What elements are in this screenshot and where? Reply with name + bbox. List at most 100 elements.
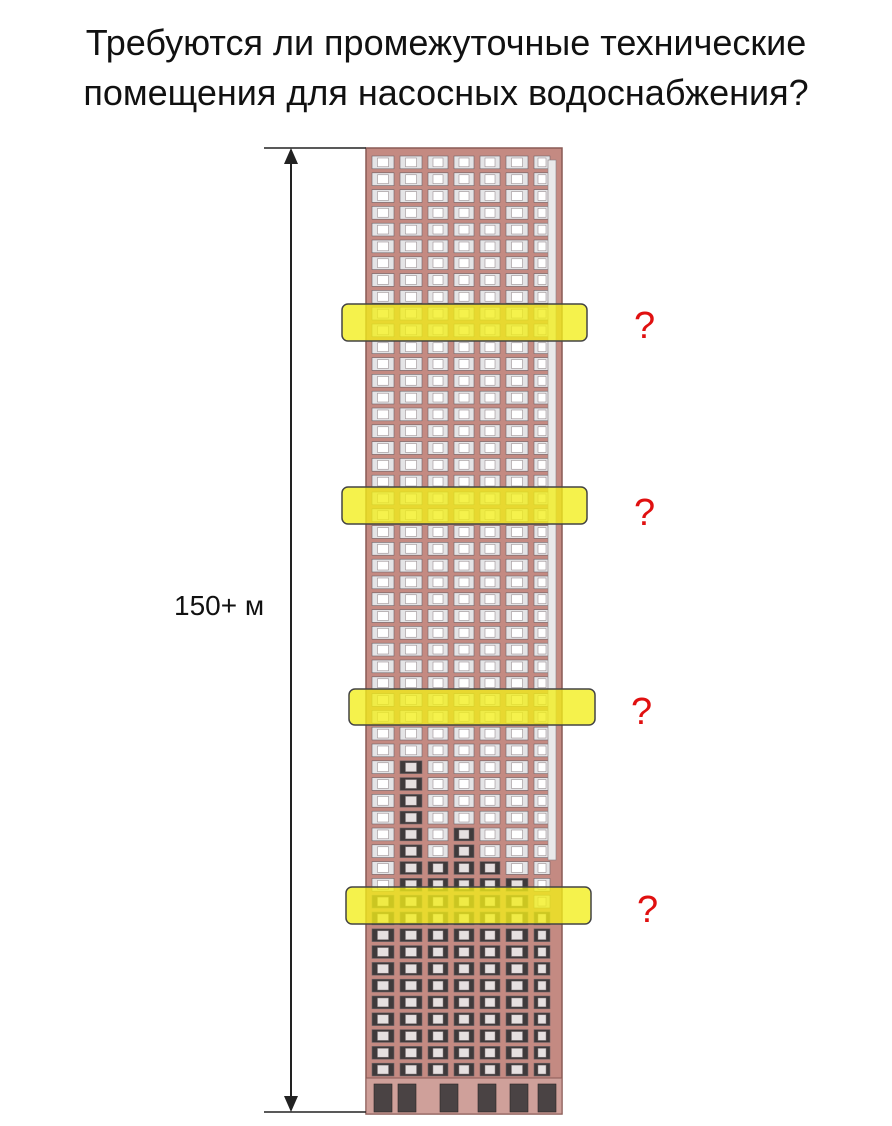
window-pane <box>377 577 389 588</box>
window-pane <box>537 241 547 252</box>
window-pane <box>405 728 417 739</box>
window-pane <box>377 258 389 268</box>
window-pane <box>458 342 470 352</box>
window-pane <box>511 1048 523 1058</box>
height-label: 150+ м <box>174 590 264 621</box>
window-pane <box>405 342 417 352</box>
window-pane <box>537 191 547 201</box>
ground-floor-door <box>537 1083 557 1113</box>
window-pane <box>458 560 470 571</box>
question-mark-3: ? <box>631 691 652 733</box>
window-pane <box>458 628 470 638</box>
window-pane <box>405 409 417 420</box>
window-pane <box>484 779 496 789</box>
window-pane <box>405 1031 417 1041</box>
window-pane <box>511 460 523 470</box>
window-pane <box>484 224 496 235</box>
window-pane <box>432 392 444 403</box>
window-pane <box>484 208 496 218</box>
window-pane <box>432 779 444 789</box>
window-pane <box>377 1064 389 1075</box>
window-pane <box>377 745 389 756</box>
window-pane <box>377 476 389 487</box>
dimension-arrow-bottom <box>284 1096 298 1112</box>
window-pane <box>511 796 523 806</box>
window-pane <box>377 661 389 672</box>
window-pane <box>484 157 496 168</box>
window-pane <box>405 157 417 168</box>
window-pane <box>537 997 547 1008</box>
window-pane <box>405 964 417 974</box>
window-pane <box>432 1031 444 1041</box>
window-pane <box>377 208 389 218</box>
window-pane <box>405 745 417 756</box>
window-pane <box>377 594 389 604</box>
window-pane <box>484 980 496 991</box>
window-pane <box>511 728 523 739</box>
window-pane <box>484 1031 496 1041</box>
window-pane <box>377 392 389 403</box>
window-pane <box>377 560 389 571</box>
window-pane <box>484 997 496 1008</box>
window-pane <box>432 191 444 201</box>
window-pane <box>537 359 547 369</box>
window-pane <box>432 544 444 554</box>
window-pane <box>377 292 389 302</box>
window-pane <box>511 392 523 403</box>
window-pane <box>484 812 496 823</box>
window-pane <box>405 594 417 604</box>
window-pane <box>377 191 389 201</box>
window-pane <box>458 728 470 739</box>
window-pane <box>511 376 523 386</box>
window-pane <box>405 678 417 688</box>
ground-floor-door <box>373 1083 393 1113</box>
window-pane <box>484 947 496 957</box>
window-pane <box>432 678 444 688</box>
window-pane <box>405 1048 417 1058</box>
window-pane <box>537 779 547 789</box>
window-pane <box>377 275 389 285</box>
window-pane <box>458 1048 470 1058</box>
window-pane <box>458 762 470 772</box>
window-pane <box>377 796 389 806</box>
window-pane <box>377 241 389 252</box>
window-pane <box>537 745 547 756</box>
highlight-band-1 <box>341 303 588 342</box>
window-pane <box>458 980 470 991</box>
window-pane <box>537 644 547 655</box>
window-pane <box>377 460 389 470</box>
window-pane <box>405 376 417 386</box>
window-pane <box>537 1064 547 1075</box>
window-pane <box>432 527 444 537</box>
window-pane <box>458 392 470 403</box>
window-pane <box>484 191 496 201</box>
window-pane <box>377 174 389 184</box>
window-pane <box>537 812 547 823</box>
window-pane <box>432 342 444 352</box>
question-mark-4: ? <box>637 889 658 931</box>
window-pane <box>377 762 389 772</box>
window-pane <box>484 863 496 873</box>
window-pane <box>511 745 523 756</box>
question-markers: ? ? ? ? <box>631 305 658 931</box>
window-pane <box>432 476 444 487</box>
window-pane <box>458 544 470 554</box>
window-pane <box>458 577 470 588</box>
window-pane <box>432 628 444 638</box>
window-pane <box>405 947 417 957</box>
window-pane <box>458 460 470 470</box>
window-pane <box>511 426 523 436</box>
highlight-band-3 <box>348 688 596 726</box>
window-pane <box>432 728 444 739</box>
window-pane <box>405 544 417 554</box>
window-pane <box>458 829 470 840</box>
window-pane <box>458 947 470 957</box>
window-pane <box>405 426 417 436</box>
window-pane <box>484 745 496 756</box>
window-pane <box>405 241 417 252</box>
window-pane <box>537 980 547 991</box>
window-pane <box>511 980 523 991</box>
window-pane <box>537 846 547 856</box>
window-pane <box>458 174 470 184</box>
window-pane <box>537 611 547 621</box>
